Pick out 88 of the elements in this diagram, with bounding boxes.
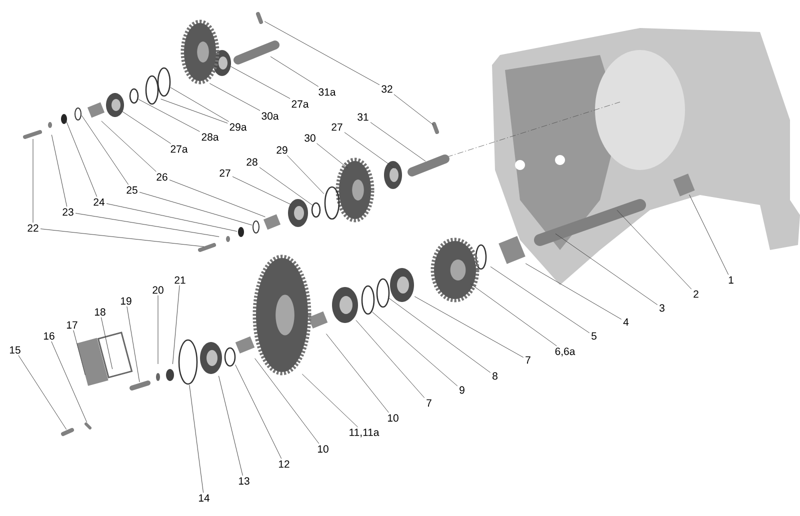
- leader-line: [235, 364, 282, 459]
- callout-number: 24: [94, 198, 104, 206]
- callout-number: 28a: [202, 133, 219, 141]
- leader-line: [525, 263, 622, 320]
- leader-line: [344, 132, 395, 168]
- leader-line: [232, 176, 292, 205]
- callout-number: 31: [358, 113, 368, 121]
- callout-number: 2: [694, 290, 698, 298]
- callout-number: 32: [382, 85, 392, 93]
- callout-number: 15: [10, 346, 20, 354]
- callout-number: 28: [246, 158, 258, 166]
- callout-number: 14: [198, 494, 210, 502]
- callout-number: 27: [220, 169, 230, 177]
- leader-line: [209, 83, 260, 111]
- leader-line: [101, 120, 156, 172]
- leader-line: [259, 167, 313, 206]
- leader-line: [81, 115, 129, 185]
- callout-number: 20: [152, 286, 164, 294]
- leader-line: [470, 284, 557, 346]
- leader-line: [370, 122, 426, 162]
- callout-number: 30: [304, 134, 316, 142]
- leader-line: [616, 210, 692, 290]
- leader-line: [73, 330, 86, 376]
- callout-number: 27: [332, 123, 342, 131]
- callout-number: 23: [62, 208, 74, 216]
- leader-line: [264, 21, 380, 86]
- leader-line: [172, 285, 180, 364]
- leader-line: [388, 298, 491, 373]
- leader-line: [126, 306, 140, 382]
- callout-number: 5: [592, 332, 596, 340]
- callout-number: 10: [318, 445, 328, 453]
- callout-number: 29a: [230, 123, 247, 131]
- leader-line: [286, 155, 324, 194]
- callout-number: 3: [659, 304, 664, 312]
- callout-number: 16: [44, 332, 54, 340]
- leader-line: [555, 233, 658, 306]
- leader-line: [302, 374, 358, 428]
- callout-number: 9: [460, 386, 464, 394]
- callout-number: 13: [238, 477, 250, 485]
- leader-line: [75, 212, 220, 237]
- callout-number: 17: [67, 321, 78, 329]
- leader-line: [32, 138, 34, 223]
- leader-line: [394, 94, 434, 126]
- leader-line: [270, 56, 319, 87]
- leader-line: [51, 341, 88, 422]
- callout-number: 10: [388, 414, 398, 422]
- callout-number: 7: [426, 399, 432, 407]
- leader-line: [18, 355, 67, 430]
- callout-number: 4: [623, 318, 629, 326]
- leader-line: [66, 120, 98, 197]
- leader-line: [160, 98, 228, 124]
- callout-number: 25: [126, 186, 138, 194]
- leader-line: [139, 192, 252, 226]
- leader-line: [51, 134, 68, 207]
- callout-number: 1: [728, 276, 734, 284]
- callout-number: 12: [278, 460, 290, 468]
- leader-line: [254, 358, 320, 444]
- leader-line: [356, 320, 425, 398]
- callout-number: 26: [156, 173, 168, 181]
- leader-line: [100, 317, 113, 370]
- callout-number: 22: [28, 224, 38, 232]
- leader-line: [218, 376, 243, 476]
- leader-line: [326, 334, 389, 413]
- leader-line: [170, 87, 230, 122]
- callout-number: 19: [120, 297, 132, 305]
- leader-line: [40, 228, 204, 247]
- leader-line: [106, 203, 238, 232]
- leader-line: [169, 180, 266, 218]
- leader-line: [689, 194, 729, 275]
- callout-number: 18: [94, 308, 106, 316]
- leader-line: [189, 384, 204, 493]
- callout-number: 6,6a: [555, 348, 576, 356]
- callout-number: 29: [276, 146, 288, 154]
- leader-line: [138, 99, 200, 132]
- callout-number: 27a: [292, 100, 309, 108]
- callout-number: 8: [492, 372, 498, 380]
- leader-line: [122, 111, 172, 144]
- callout-number: 21: [174, 276, 186, 284]
- callout-number: 7: [526, 356, 530, 364]
- callout-number: 30a: [262, 112, 279, 120]
- leader-line: [414, 296, 524, 358]
- leader-line: [230, 66, 290, 99]
- leader-line: [372, 312, 458, 386]
- callout-number: 11,11a: [350, 428, 380, 438]
- callout-number: 31a: [318, 88, 336, 96]
- leader-line: [316, 143, 348, 168]
- callout-number: 27a: [170, 145, 188, 153]
- leader-line: [490, 266, 590, 334]
